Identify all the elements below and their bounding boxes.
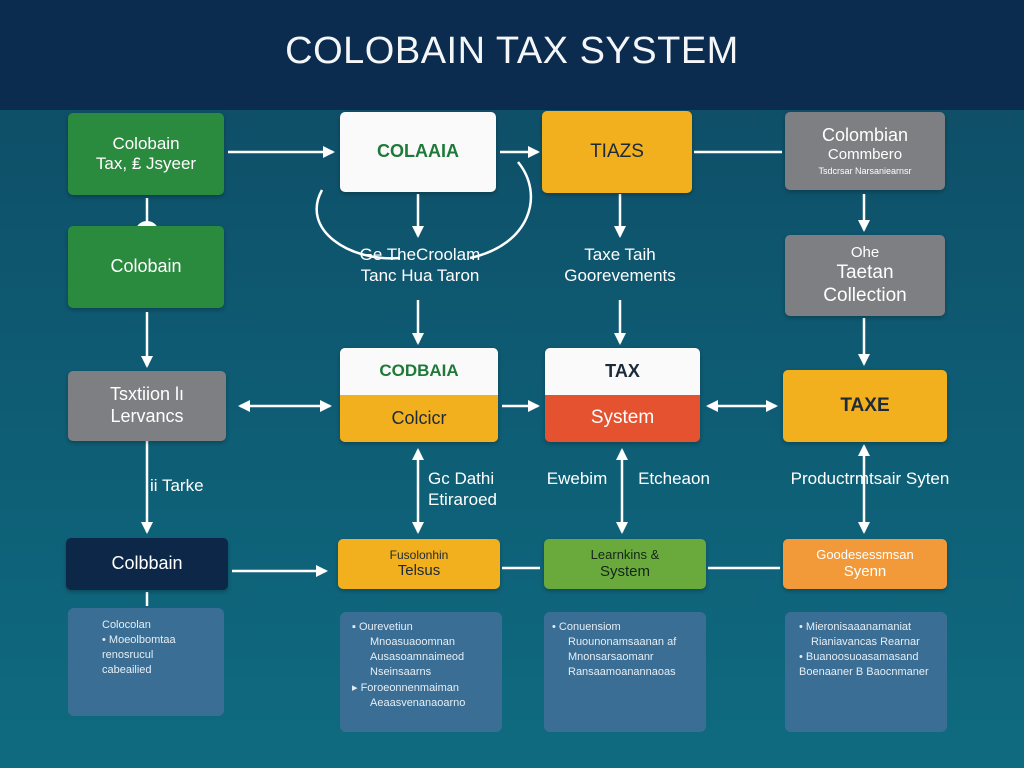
panel-line: Rianiavancas Rearnar <box>811 636 920 648</box>
node-colbbain: Colbbain <box>66 538 228 590</box>
panel-line: ▪ Ourevetiun <box>352 621 413 633</box>
node-line: Learnkins & <box>590 547 660 563</box>
node-taxe: TAXE <box>783 370 947 442</box>
node-goodes-syenn: Goodesessmsan Syenn <box>783 539 947 589</box>
label-left-side: ii Tarke <box>150 476 204 495</box>
node-label: TAXE <box>840 394 890 416</box>
node-colobain: Colobain <box>68 226 224 308</box>
detail-panel-4: • Mieronisaaanamaniat Rianiavancas Rearn… <box>785 612 947 732</box>
label-ewebim: Ewebim <box>546 469 608 488</box>
panel-text: • Conuensiom Ruounonamsaanan af Mnonsars… <box>552 618 676 681</box>
node-line: System <box>599 562 650 580</box>
panel-line: Mnonsarsaomanr <box>568 651 654 663</box>
node-tiazs: TIAZS <box>542 111 692 193</box>
detail-panel-2: ▪ Ourevetiun Mnoasuaoomnan Ausasoamnaime… <box>340 612 502 732</box>
detail-panel-1: Colocolan • Moeolbomtaa renosrucul cabea… <box>68 608 224 716</box>
panel-line: cabeailied <box>102 664 152 676</box>
node-line: Syenn <box>843 562 887 580</box>
node-tax-system: TAX System <box>545 348 700 442</box>
node-learnkins-system: Learnkins & System <box>544 539 706 589</box>
panel-line: • Mieronisaaanamaniat <box>799 621 912 633</box>
node-label: Colcicr <box>391 407 447 428</box>
node-fusolonhin-telsus: Fusolonhin Telsus <box>338 539 500 589</box>
node-label: CODBAIA <box>379 361 459 381</box>
panel-line: Nseinsaarns <box>370 666 432 678</box>
node-line: Commbero <box>827 146 903 164</box>
node-tax-top: TAX <box>545 348 700 395</box>
node-line: Colombian <box>821 124 909 145</box>
node-codbaia: CODBAIA Colcicr <box>340 348 498 442</box>
curve-right <box>469 161 533 260</box>
node-taetan-collection: Ohe Taetan Collection <box>785 235 945 316</box>
node-label: System <box>590 407 655 429</box>
label-etchean: Etcheaon <box>638 469 710 488</box>
node-tax-bottom: System <box>545 395 700 442</box>
curve-left <box>315 189 401 260</box>
node-label: TIAZS <box>590 140 644 162</box>
node-line: Telsus <box>397 562 441 580</box>
panel-text: Colocolan • Moeolbomtaa renosrucul cabea… <box>102 616 176 679</box>
label-line: Taxe Taih <box>584 245 656 264</box>
label-middle-right: Taxe Taih Goorevements <box>545 244 695 287</box>
node-taxation-lervancs: Tsxtiion lı Lervancs <box>68 371 226 441</box>
node-line: Tsxtiion lı <box>109 384 185 405</box>
node-line: Colobain <box>112 133 180 153</box>
panel-line: renosrucul <box>102 649 154 661</box>
label-line: Etiraroed <box>428 490 497 510</box>
panel-line: Ausasoamnaimeod <box>370 651 465 663</box>
label-middle-left: Ge TheCroolam Tanc Hua Taron <box>340 244 500 287</box>
node-label: Colbbain <box>111 553 183 574</box>
node-colobain-tax-jsyeer: Colobain Tax, ₤ Jsyeer <box>68 113 224 195</box>
node-line: Fusolonhin <box>389 547 449 562</box>
node-line: Collection <box>823 284 907 306</box>
node-line: Goodesessmsan <box>816 547 914 563</box>
node-line: Lervancs <box>110 406 184 426</box>
node-line: Ohe <box>850 243 880 261</box>
label-line: Tanc Hua Taron <box>360 266 480 286</box>
node-label: Colobain <box>110 256 182 277</box>
label-line: Goorevements <box>564 266 676 286</box>
node-line: Tax, ₤ Jsyeer <box>95 154 197 173</box>
node-codbaia-top: CODBAIA <box>340 348 498 395</box>
panel-line: Aeaasvenanaoarno <box>370 697 466 709</box>
label-line: Ge TheCroolam <box>359 245 481 264</box>
panel-line: Ransaamoanannaoas <box>568 666 676 678</box>
panel-text: ▪ Ourevetiun Mnoasuaoomnan Ausasoamnaime… <box>352 618 465 712</box>
node-label: TAX <box>605 360 640 381</box>
node-colaaia: COLAAIA <box>340 112 496 192</box>
header-bar <box>0 0 1024 110</box>
detail-panel-3: • Conuensiom Ruounonamsaanan af Mnonsars… <box>544 612 706 732</box>
label-dathi: Gc Dathi Etiraroed <box>428 468 518 511</box>
panel-line: ▸ Foroeonnenmaiman <box>352 682 460 694</box>
node-codbaia-bottom: Colcicr <box>340 395 498 442</box>
page-title: COLOBAIN TAX SYSTEM <box>285 30 739 72</box>
panel-line: Ruounonamsaanan af <box>568 636 677 648</box>
label-product: Productrmtsair Syten <box>790 469 950 488</box>
node-line: Tsdcrsar Narsaniearnsr <box>818 166 912 177</box>
panel-line: Boenaaner B Baocnmaner <box>799 666 929 678</box>
panel-line: • Moeolbomtaa <box>102 634 176 646</box>
panel-line: • Buanoosuoasamasand <box>799 651 919 663</box>
node-colombian: Colombian Commbero Tsdcrsar Narsaniearns… <box>785 112 945 190</box>
panel-line: • Conuensiom <box>552 621 621 633</box>
panel-line: Colocolan <box>102 619 151 631</box>
label-line: Gc Dathi <box>428 469 495 488</box>
node-label: COLAAIA <box>377 141 459 162</box>
panel-line: Mnoasuaoomnan <box>370 636 456 648</box>
panel-text: • Mieronisaaanamaniat Rianiavancas Rearn… <box>799 618 929 681</box>
node-line: Taetan <box>836 261 894 283</box>
